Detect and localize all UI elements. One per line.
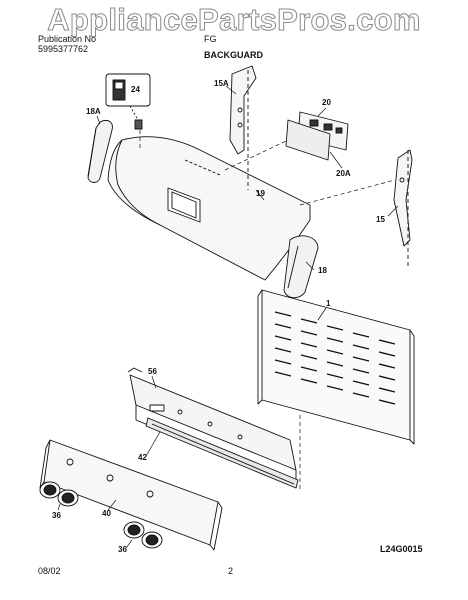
publication-number: 5995377762 <box>38 44 89 54</box>
model-number: FG <box>204 34 217 44</box>
vent-slot <box>326 385 344 391</box>
vent-slot <box>274 347 292 353</box>
bracket-right <box>393 149 413 268</box>
callout-20a: 20A <box>336 169 351 178</box>
end-cap-left <box>87 119 113 183</box>
callout-15a: 15A <box>214 79 229 88</box>
callout-36-right: 36 <box>118 545 127 554</box>
callout-18a: 18A <box>86 107 101 116</box>
vent-slot <box>378 363 396 369</box>
trim-strip <box>145 417 299 489</box>
vent-slot <box>300 342 318 348</box>
vent-slot <box>352 356 370 362</box>
vent-slot <box>326 361 344 367</box>
callout-24: 24 <box>131 85 140 94</box>
callout-18: 18 <box>318 266 327 275</box>
vent-slot <box>300 366 318 372</box>
vent-slot <box>352 392 370 398</box>
drawing-code: L24G0015 <box>380 544 423 554</box>
rear-panel <box>257 289 415 445</box>
vent-slot <box>274 371 292 377</box>
vent-slot <box>352 380 370 386</box>
callout-1: 1 <box>326 299 331 308</box>
vent-slot <box>378 375 396 381</box>
vent-slot <box>300 330 318 336</box>
vent-slot <box>274 335 292 341</box>
backguard-panel <box>107 136 311 281</box>
callout-15: 15 <box>376 215 385 224</box>
end-cap-right <box>283 235 319 299</box>
callout-42: 42 <box>138 453 147 462</box>
vent-slot <box>352 344 370 350</box>
vent-slot <box>274 311 292 317</box>
vent-slot <box>352 332 370 338</box>
control-board <box>285 111 349 161</box>
publication-label: Publication No <box>38 34 97 44</box>
callout-20: 20 <box>322 98 331 107</box>
callout-36-left: 36 <box>52 511 61 520</box>
callout-leaders <box>57 85 399 549</box>
vent-slot <box>326 373 344 379</box>
section-title: BACKGUARD <box>204 50 263 60</box>
vent-slot <box>300 354 318 360</box>
vent-slot <box>326 349 344 355</box>
callout-56: 56 <box>148 367 157 376</box>
vent-slot <box>274 323 292 329</box>
vent-slot <box>300 318 318 324</box>
callout-40: 40 <box>102 509 111 518</box>
vent-slot <box>274 359 292 365</box>
callout-19: 19 <box>256 189 265 198</box>
vent-slot <box>378 399 396 405</box>
vent-slot <box>300 378 318 384</box>
footer-page: 2 <box>228 566 234 576</box>
vent-slot <box>326 337 344 343</box>
vent-slot <box>378 387 396 393</box>
knob-set-left <box>39 481 79 507</box>
vent-slot <box>378 339 396 345</box>
vent-slot <box>352 368 370 374</box>
footer-date: 08/02 <box>38 566 61 576</box>
vent-slot <box>378 351 396 357</box>
switch-part <box>105 73 151 130</box>
rear-panel-vents <box>274 311 396 405</box>
knob-set-right <box>123 521 163 549</box>
bracket-left <box>229 65 257 190</box>
vent-slot <box>326 325 344 331</box>
